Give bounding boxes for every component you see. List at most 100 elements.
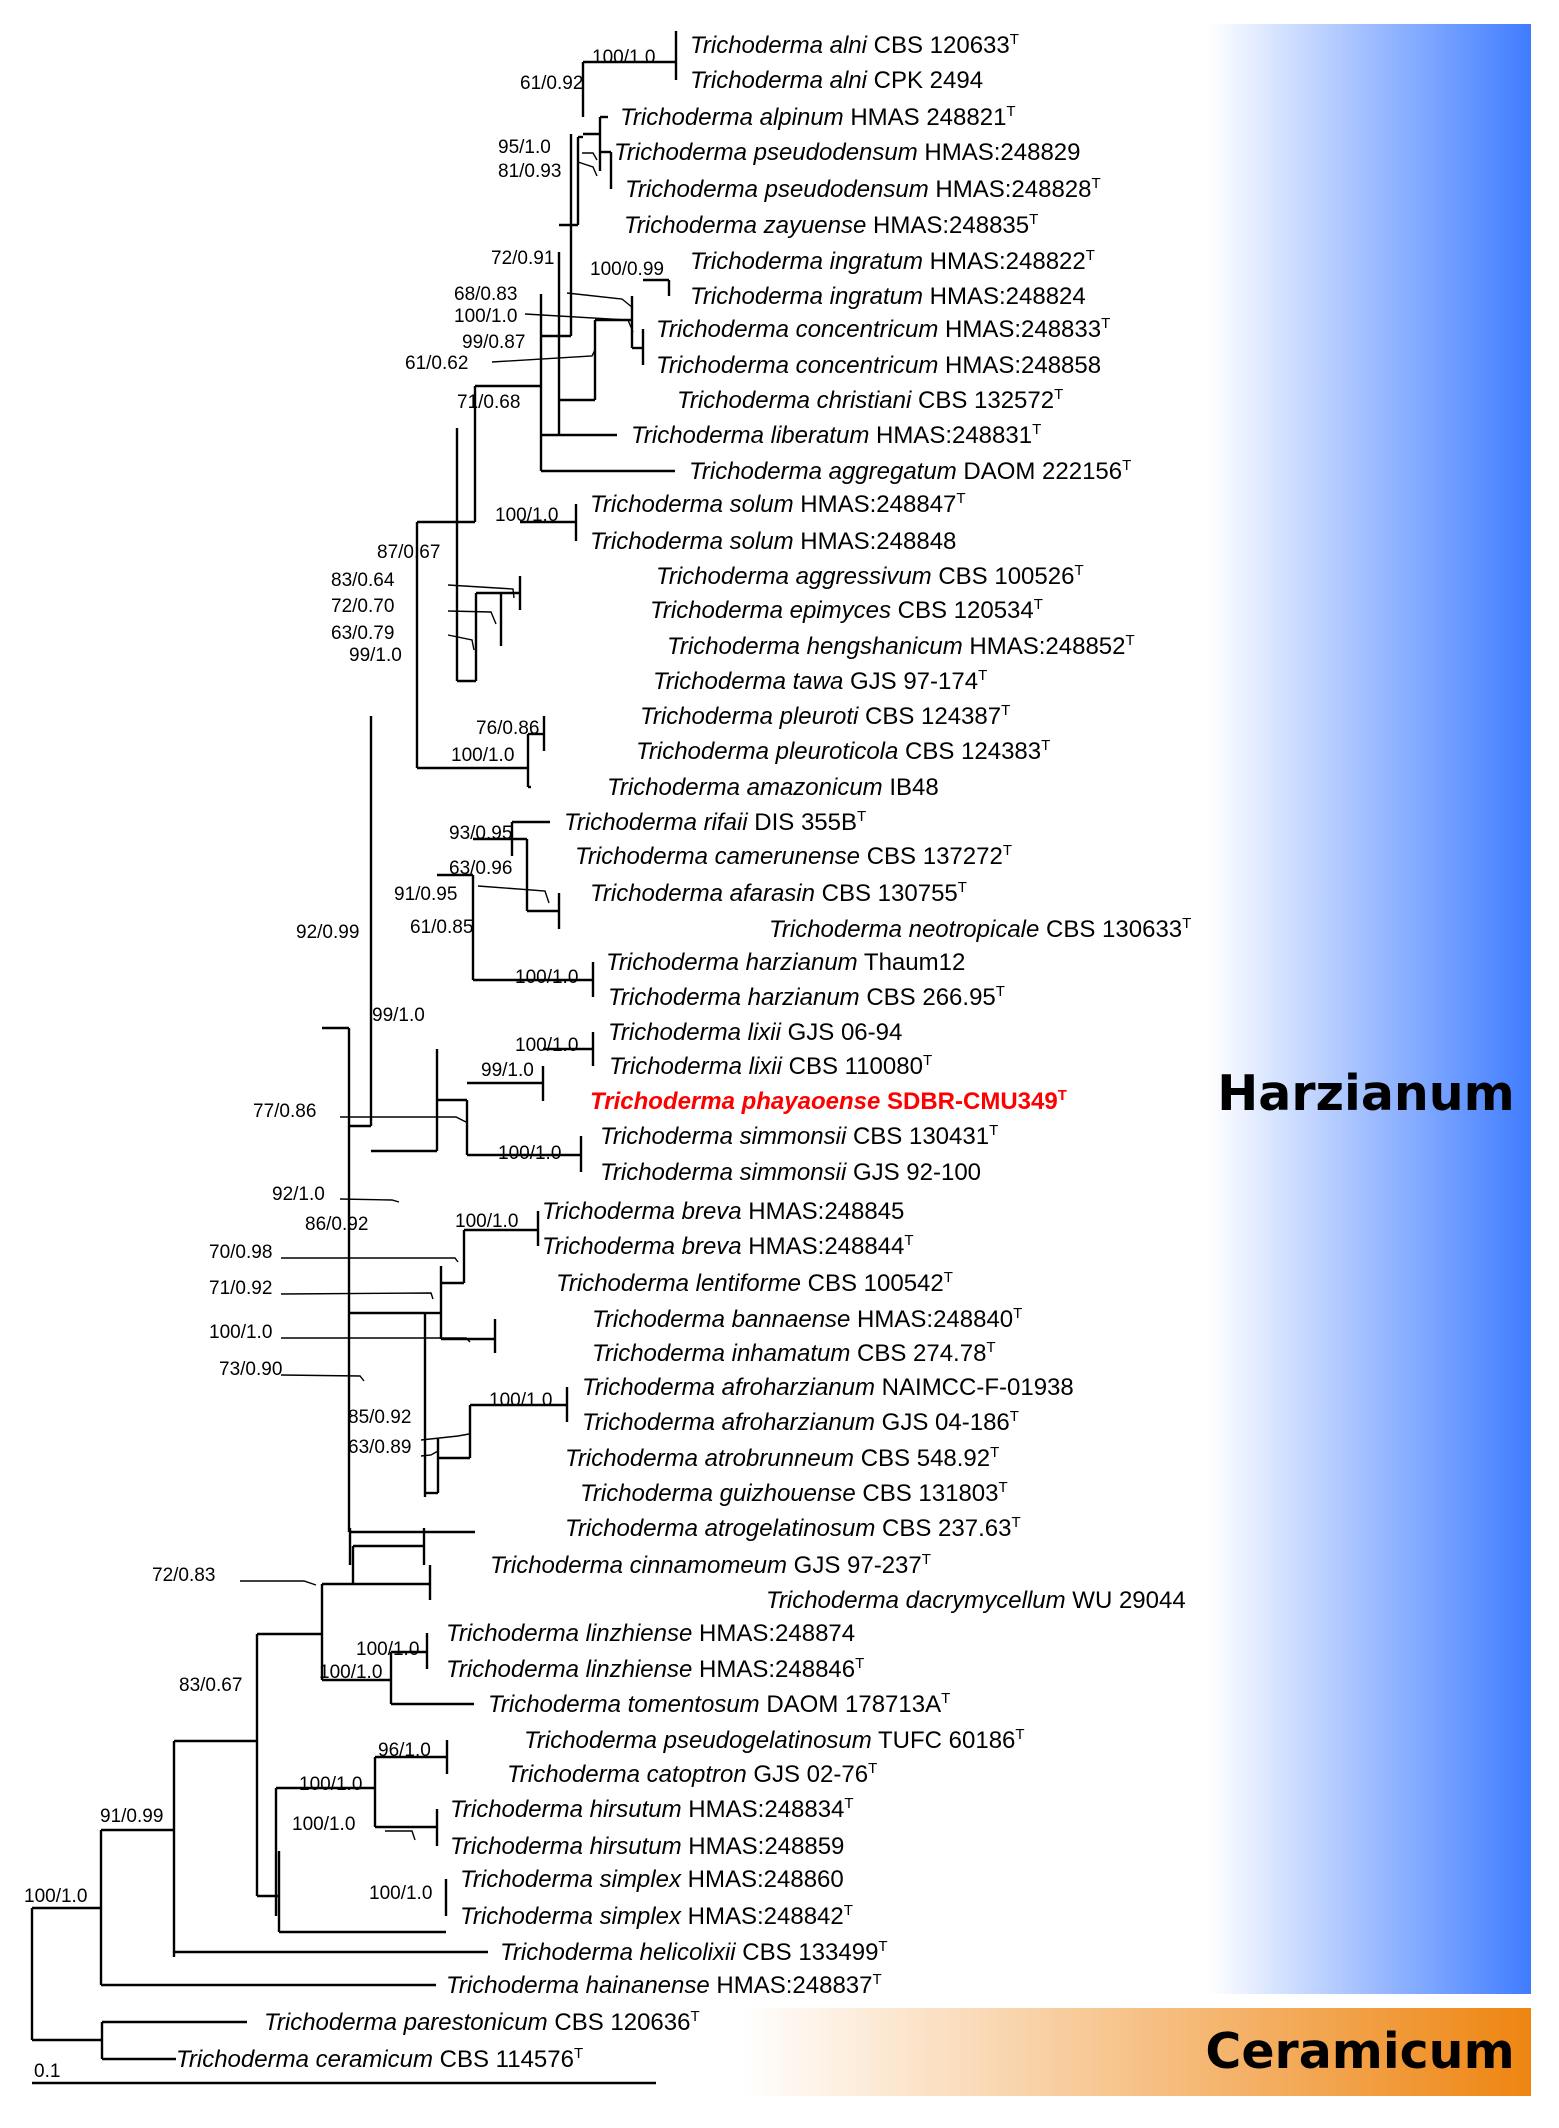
support-value: 100/1.0 — [455, 1211, 518, 1232]
type-marker: T — [855, 1655, 864, 1672]
taxon-label: Trichoderma camerunense CBS 137272T — [575, 842, 1012, 870]
taxon-epithet: hainanense — [579, 1972, 710, 1999]
taxon-epithet: aggregatum — [822, 458, 957, 485]
taxon-genus: Trichoderma — [446, 1972, 579, 1999]
taxon-label: Trichoderma ingratum HMAS:248822T — [690, 247, 1095, 275]
type-marker: T — [857, 808, 866, 825]
taxon-epithet: lixii — [742, 1053, 783, 1080]
taxon-genus: Trichoderma — [488, 1691, 621, 1718]
taxon-label: Trichoderma pleuroticola CBS 124383T — [636, 737, 1050, 765]
support-value: 71/0.92 — [209, 1278, 272, 1299]
support-value: 100/1.0 — [299, 1774, 362, 1795]
taxon-label: Trichoderma lentiforme CBS 100542T — [556, 1269, 953, 1297]
taxon-label: Trichoderma dacrymycellum WU 29044 — [766, 1587, 1186, 1614]
taxon-genus: Trichoderma — [582, 1409, 715, 1436]
taxon-strain: Thaum12 — [858, 949, 966, 976]
taxon-genus: Trichoderma — [450, 1833, 583, 1860]
taxon-genus: Trichoderma — [690, 248, 823, 275]
taxon-strain: IB48 — [883, 774, 939, 801]
support-leader-line — [240, 1580, 317, 1586]
taxon-label: Trichoderma hainanense HMAS:248837T — [446, 1971, 882, 1999]
taxon-epithet: pleuroticola — [769, 738, 898, 765]
type-marker: T — [1092, 175, 1101, 192]
taxon-label: Trichoderma concentricum HMAS:248833T — [656, 315, 1110, 343]
tree-branches — [30, 31, 678, 2061]
support-leader-line — [340, 1116, 467, 1123]
taxon-strain: HMAS 248821 — [844, 104, 1007, 131]
taxon-genus: Trichoderma — [614, 139, 747, 166]
taxon-strain: GJS 97-174 — [843, 668, 978, 695]
taxon-label: Trichoderma alni CPK 2494 — [690, 67, 983, 94]
taxon-strain: DAOM 178713A — [760, 1691, 941, 1718]
taxon-label: Trichoderma breva HMAS:248845 — [542, 1198, 904, 1225]
taxon-epithet: ingratum — [823, 283, 923, 310]
taxon-strain: GJS 97-237 — [787, 1552, 922, 1579]
taxon-label: Trichoderma cinnamomeum GJS 97-237T — [490, 1551, 931, 1579]
type-marker: T — [1010, 1408, 1019, 1425]
support-value: 100/1.0 — [319, 1662, 382, 1683]
taxon-strain: CPK 2494 — [867, 67, 983, 94]
taxon-label: Trichoderma simplex HMAS:248860 — [460, 1866, 844, 1893]
type-marker: T — [923, 1052, 932, 1069]
taxon-labels: Trichoderma alni CBS 120633TTrichoderma … — [176, 31, 1191, 2073]
type-marker: T — [1011, 1514, 1020, 1531]
type-marker: T — [690, 2008, 699, 2025]
taxon-label: Trichoderma tomentosum DAOM 178713AT — [488, 1690, 950, 1718]
taxon-genus: Trichoderma — [656, 563, 789, 590]
taxon-strain: DIS 355B — [748, 809, 857, 836]
taxon-genus: Trichoderma — [631, 422, 764, 449]
support-value: 92/1.0 — [272, 1184, 325, 1205]
support-leader-line — [577, 161, 598, 177]
taxon-strain: HMAS:248842 — [681, 1903, 844, 1930]
taxon-strain: CBS 114576 — [433, 2046, 574, 2073]
taxon-strain: CBS 130431 — [846, 1123, 989, 1150]
taxon-epithet: rifaii — [697, 809, 748, 836]
support-value: 100/1.0 — [592, 47, 655, 68]
taxon-strain: HMAS:248828 — [929, 176, 1092, 203]
taxon-epithet: pleuroti — [773, 703, 859, 730]
taxon-epithet: harzianum — [739, 949, 858, 976]
taxon-strain: HMAS:248860 — [681, 1866, 844, 1893]
taxon-label: Trichoderma christiani CBS 132572T — [677, 386, 1063, 414]
taxon-label: Trichoderma helicolixii CBS 133499T — [500, 1938, 888, 1966]
taxon-epithet: concentricum — [789, 352, 938, 379]
type-marker: T — [878, 1938, 887, 1955]
taxon-genus: Trichoderma — [592, 1306, 725, 1333]
support-leader-line — [447, 610, 497, 625]
taxon-label: Trichoderma amazonicum IB48 — [607, 774, 939, 801]
taxon-strain: CBS 124387 — [858, 703, 1001, 730]
taxon-epithet: harzianum — [741, 984, 860, 1011]
taxon-strain: HMAS:248858 — [938, 352, 1101, 379]
support-value: 72/0.70 — [331, 596, 394, 617]
taxon-strain: HMAS:248831 — [869, 422, 1032, 449]
taxon-epithet: alni — [823, 32, 868, 59]
taxon-epithet: tawa — [786, 668, 843, 695]
taxon-strain: HMAS:248829 — [918, 139, 1081, 166]
support-value: 99/0.87 — [462, 332, 525, 353]
taxon-genus: Trichoderma — [592, 1340, 725, 1367]
taxon-epithet: christiani — [810, 387, 912, 414]
taxon-label: Trichoderma pseudodensum HMAS:248829 — [614, 139, 1081, 166]
taxon-epithet: alni — [823, 67, 868, 94]
support-leader-line — [281, 1257, 459, 1263]
taxon-genus: Trichoderma — [690, 67, 823, 94]
taxon-strain: CBS 137272 — [860, 843, 1003, 870]
type-marker: T — [1015, 1726, 1024, 1743]
taxon-genus: Trichoderma — [677, 387, 810, 414]
taxon-epithet: alpinum — [753, 104, 844, 131]
type-marker: T — [574, 2045, 583, 2062]
taxon-genus: Trichoderma — [565, 1445, 698, 1472]
support-leader-line — [447, 584, 515, 599]
taxon-genus: Trichoderma — [542, 1198, 675, 1225]
taxon-strain: HMAS:248874 — [692, 1620, 855, 1647]
taxon-label: Trichoderma guizhouense CBS 131803T — [580, 1479, 1008, 1507]
taxon-epithet: liberatum — [764, 422, 869, 449]
type-marker: T — [1058, 1087, 1067, 1104]
taxon-strain: HMAS:248844 — [742, 1233, 905, 1260]
taxon-genus: Trichoderma — [608, 984, 741, 1011]
support-leader-line — [447, 634, 475, 651]
type-marker: T — [999, 1479, 1008, 1496]
taxon-strain: CBS 266.95 — [860, 984, 996, 1011]
support-value: 72/0.83 — [152, 1565, 215, 1586]
taxon-label: Trichoderma tawa GJS 97-174T — [653, 667, 987, 695]
